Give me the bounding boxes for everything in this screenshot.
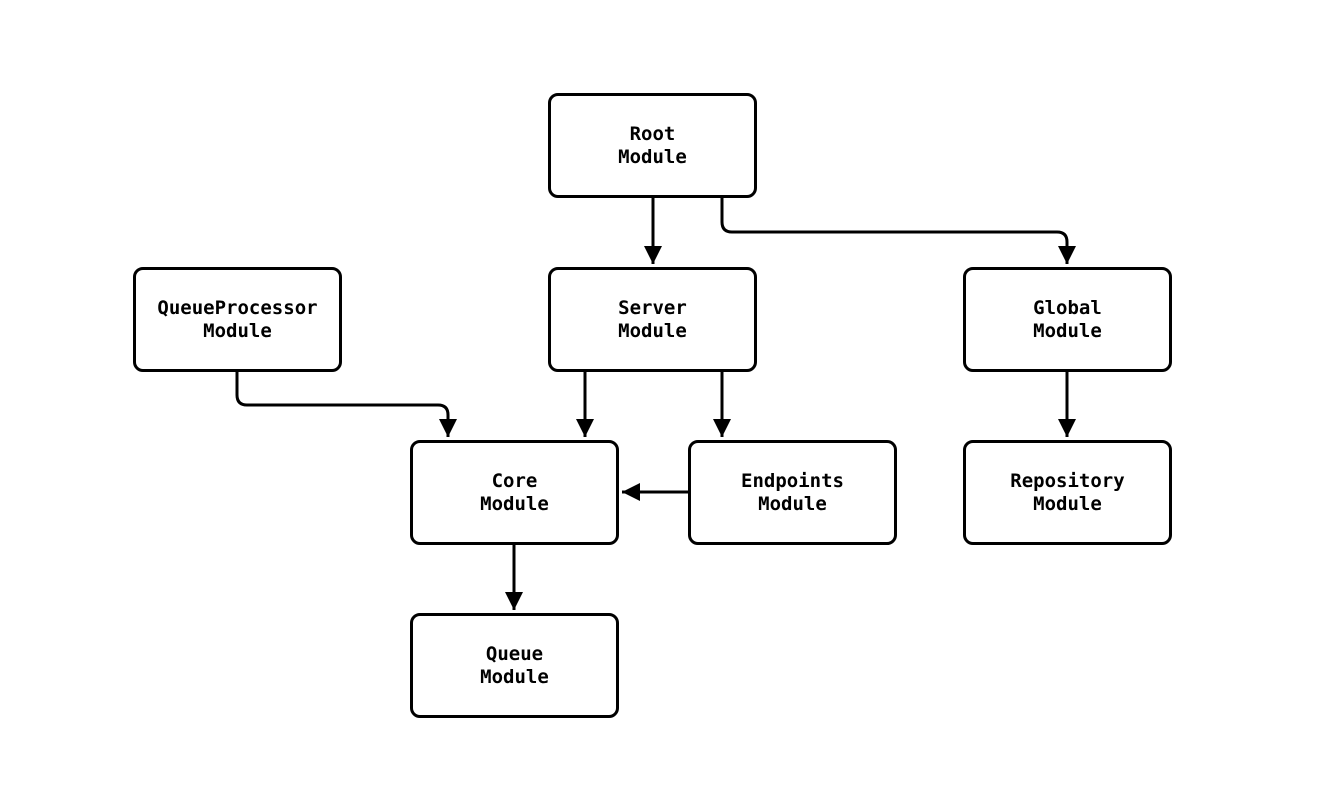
node-label: Root Module: [618, 122, 687, 168]
node-queueprocessor-module: QueueProcessor Module: [133, 267, 342, 372]
node-label: Endpoints Module: [741, 469, 844, 515]
node-repository-module: Repository Module: [963, 440, 1172, 545]
node-label: Global Module: [1033, 296, 1102, 342]
node-global-module: Global Module: [963, 267, 1172, 372]
node-label: QueueProcessor Module: [157, 296, 318, 342]
edge-root-to-global: [720, 198, 1076, 264]
node-label: Queue Module: [480, 642, 549, 688]
node-label: Server Module: [618, 296, 687, 342]
node-endpoints-module: Endpoints Module: [688, 440, 897, 545]
node-label: Repository Module: [1010, 469, 1125, 515]
node-label: Core Module: [480, 469, 549, 515]
edge-queueprocessor-to-core: [235, 372, 457, 437]
node-server-module: Server Module: [548, 267, 757, 372]
edge-group: [235, 198, 1076, 610]
node-root-module: Root Module: [548, 93, 757, 198]
node-queue-module: Queue Module: [410, 613, 619, 718]
node-core-module: Core Module: [410, 440, 619, 545]
